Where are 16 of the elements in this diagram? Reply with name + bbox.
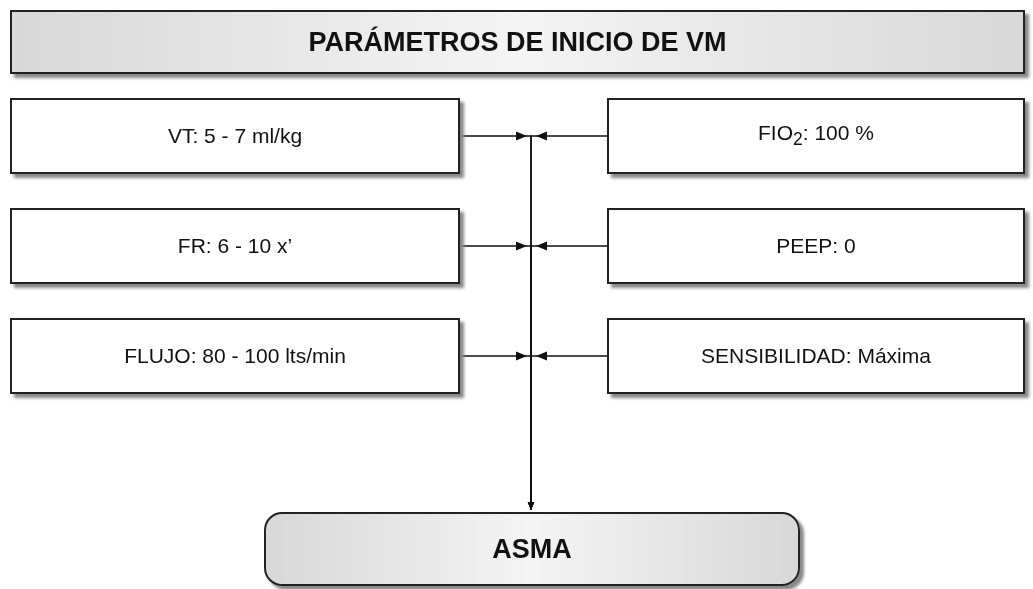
parameter-text: FR: 6 - 10 x’ [177, 234, 293, 258]
result-box [264, 512, 800, 586]
parameter-box [607, 208, 1025, 284]
parameter-box [607, 98, 1025, 174]
parameter-box [10, 98, 460, 174]
title-box [10, 10, 1025, 74]
heading-text: ASMA [492, 533, 572, 565]
parameter-text: VT: 5 - 7 ml/kg [167, 124, 303, 148]
parameter-box [10, 208, 460, 284]
parameter-text: FLUJO: 80 - 100 lts/min [124, 344, 346, 368]
parameter-text: SENSIBILIDAD: Máxima [701, 344, 931, 368]
parameter-text: PEEP: 0 [776, 234, 856, 258]
parameter-text: FIO$_{2}$: 100 % [758, 121, 874, 151]
parameter-box [607, 318, 1025, 394]
heading-text: PARÁMETROS DE INICIO DE VM [308, 26, 727, 58]
parameter-box [10, 318, 460, 394]
